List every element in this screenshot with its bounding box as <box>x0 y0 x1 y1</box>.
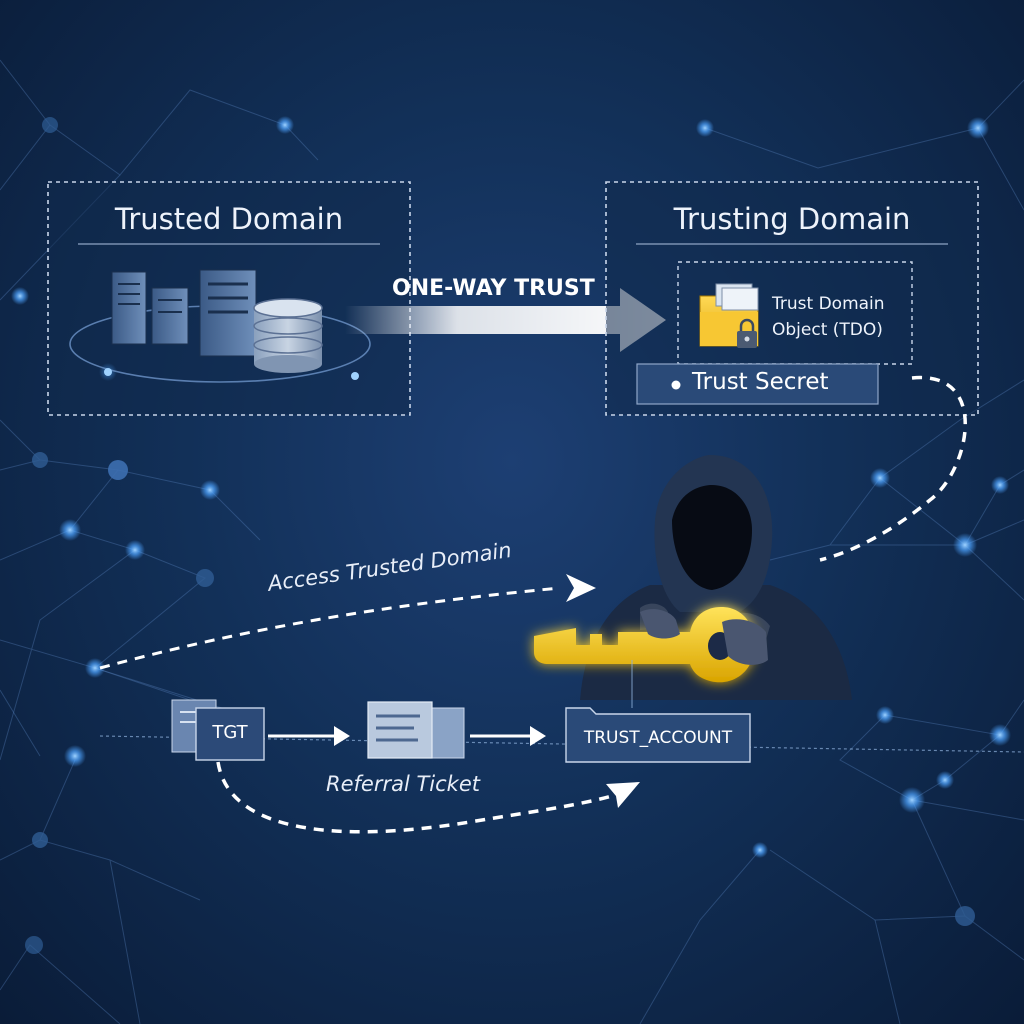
attacker-hands <box>640 609 768 665</box>
referral-ticket-arrow <box>216 761 640 834</box>
trust-secret-label: Trust Secret <box>692 369 829 395</box>
referral-ticket-label: Referral Ticket <box>326 772 480 796</box>
tdo-label-line2: Object (TDO) <box>772 320 883 340</box>
tgt-ticket <box>171 699 265 761</box>
tgt-to-referral-arrow <box>268 726 350 746</box>
one-way-trust-label: ONE-WAY TRUST <box>392 276 595 301</box>
ticket-document-icon <box>367 701 465 759</box>
tgt-label: TGT <box>212 722 248 743</box>
ticket-flow-line <box>99 735 1024 753</box>
trust-secret-bar <box>636 363 879 405</box>
tdo-label-line1: Trust Domain <box>772 294 885 314</box>
lock-icon <box>737 318 757 348</box>
one-way-trust-arrow <box>345 288 666 352</box>
trusting-domain-title: Trusting Domain <box>673 202 911 236</box>
trust-account-label: TRUST_ACCOUNT <box>583 728 733 748</box>
trust-account-tag <box>565 707 751 763</box>
referral-to-account-arrow <box>470 726 546 746</box>
access-trusted-domain-arrow <box>99 574 596 670</box>
trusted-domain-title: Trusted Domain <box>114 202 344 236</box>
database-icon <box>253 298 323 373</box>
